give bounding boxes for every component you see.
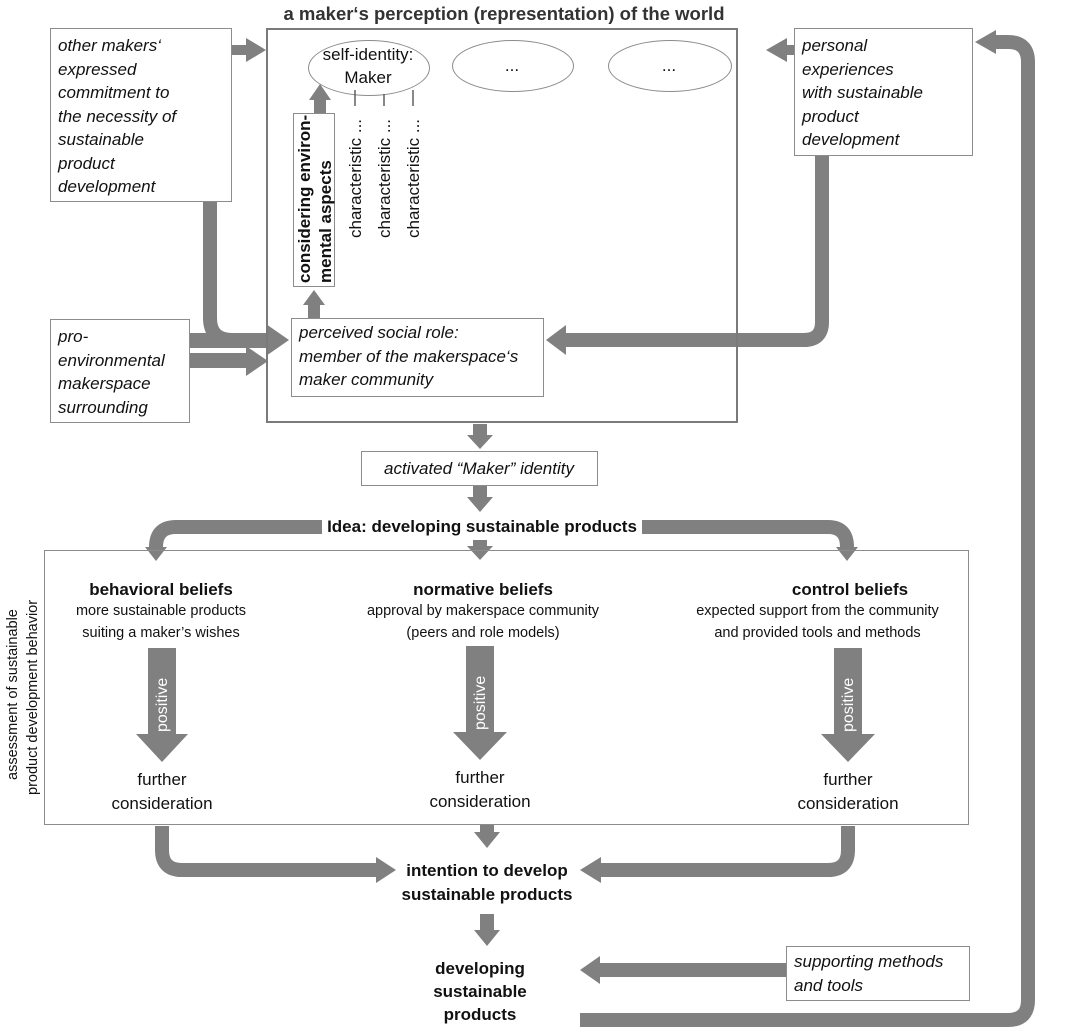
other-makers-line-6: product bbox=[58, 153, 115, 173]
behavioral-beliefs-title: behavioral beliefs bbox=[89, 580, 233, 599]
activated-identity-box: activated “Maker” identity bbox=[361, 451, 598, 486]
arrow-activated-to-idea bbox=[467, 485, 493, 512]
supporting-methods-box: supporting methods and tools bbox=[786, 946, 970, 1001]
arrow-behavioral-to-intention-head bbox=[376, 857, 396, 883]
normative-result-line1: further bbox=[455, 768, 505, 787]
feedback-loop bbox=[580, 35, 1035, 1027]
self-identity-line2: Maker bbox=[344, 68, 392, 87]
positive-arrow-behavioral bbox=[136, 648, 188, 762]
arrow-experiences-to-social-role-head bbox=[546, 325, 566, 355]
personal-experiences-line-3: with sustainable bbox=[802, 83, 923, 102]
personal-experiences-line-5: development bbox=[802, 130, 900, 149]
characteristic-env-line2: mental aspects bbox=[316, 160, 335, 283]
social-role-line-3: maker community bbox=[299, 370, 434, 389]
characteristic-env-box bbox=[293, 113, 335, 287]
feedback-arrow-head bbox=[975, 30, 996, 54]
arrow-intention-to-developing bbox=[474, 914, 500, 946]
arrow-other-makers-down bbox=[203, 202, 270, 347]
pro-environmental-line-4: surrounding bbox=[58, 397, 148, 417]
control-beliefs-title: control beliefs bbox=[791, 580, 909, 599]
normative-beliefs-desc2: (peers and role models) bbox=[406, 625, 560, 641]
arrow-experiences-down bbox=[566, 156, 829, 347]
arrow-idea-branch-left bbox=[149, 520, 322, 548]
ellipsis-text-2: ... bbox=[661, 56, 677, 75]
arrow-perception-to-activated bbox=[467, 424, 493, 449]
intention-line1: intention to develop bbox=[406, 861, 568, 880]
social-role-box: perceived social role: member of the mak… bbox=[291, 318, 544, 397]
arrow-behavioral-down bbox=[155, 826, 378, 877]
arrow-surrounding-to-social-role-2 bbox=[190, 346, 268, 376]
behavioral-result-line1: further bbox=[137, 770, 187, 789]
assessment-label-line1: assessment of sustainable bbox=[5, 609, 21, 780]
personal-experiences-line-1: personal bbox=[802, 36, 868, 55]
arrow-normative-to-intention bbox=[474, 824, 500, 848]
positive-arrow-control bbox=[821, 648, 875, 762]
personal-experiences-box: personal experiences with sustainable pr… bbox=[794, 28, 973, 156]
other-makers-line-4: the necessity of bbox=[58, 106, 177, 126]
characteristic-label-1: characteristic ... bbox=[346, 118, 365, 238]
arrow-other-makers-to-perception bbox=[232, 38, 266, 62]
social-role-line-2: member of the makerspace‘s bbox=[299, 346, 519, 366]
assessment-box bbox=[44, 550, 969, 825]
normative-beliefs-title: normative beliefs bbox=[413, 580, 553, 599]
other-makers-line-3: commitment to bbox=[58, 83, 170, 102]
arrow-control-to-intention-head bbox=[580, 857, 601, 883]
arrow-supporting-to-developing bbox=[580, 956, 786, 984]
characteristic-label-2: characteristic ... bbox=[375, 118, 394, 238]
intention-line2: sustainable products bbox=[401, 885, 573, 904]
other-makers-line-1: other makers‘ bbox=[58, 36, 161, 55]
self-identity-ellipse: self-identity: Maker bbox=[308, 40, 430, 96]
ellipsis-ellipse-2: ... bbox=[608, 40, 732, 92]
arrow-experiences-to-perception bbox=[766, 38, 798, 62]
pro-environmental-line-1: pro- bbox=[58, 327, 89, 346]
idea-label: Idea: developing sustainable products bbox=[327, 517, 637, 536]
arrow-social-role-to-characteristic bbox=[303, 290, 325, 319]
control-result-line1: further bbox=[823, 770, 873, 789]
other-makers-line-2: expressed bbox=[58, 59, 137, 79]
pro-environmental-line-3: makerspace bbox=[58, 374, 151, 393]
characteristic-env-line1: considering environ- bbox=[295, 114, 314, 283]
supporting-line2: and tools bbox=[794, 975, 863, 995]
perception-box bbox=[266, 28, 738, 423]
developing-line3: products bbox=[443, 1005, 517, 1024]
other-makers-box: other makers‘ expressed commitment to th… bbox=[50, 28, 232, 202]
positive-label-behavioral: positive bbox=[154, 677, 171, 732]
personal-experiences-line-2: experiences bbox=[802, 59, 894, 79]
characteristic-label-3: characteristic ... bbox=[404, 118, 423, 238]
arrow-characteristic-to-self-identity bbox=[309, 84, 331, 113]
supporting-line1: supporting methods bbox=[794, 952, 944, 971]
other-makers-line-7: development bbox=[58, 177, 156, 196]
control-result-line2: consideration bbox=[797, 794, 899, 813]
behavioral-beliefs-desc2: suiting a maker’s wishes bbox=[82, 625, 240, 641]
behavioral-beliefs-desc1: more sustainable products bbox=[75, 603, 247, 619]
other-makers-line-5: sustainable bbox=[58, 130, 145, 149]
developing-line1: developing bbox=[435, 959, 525, 978]
control-beliefs-desc2: and provided tools and methods bbox=[714, 625, 921, 641]
positive-arrow-normative bbox=[453, 646, 507, 760]
pro-environmental-box: pro- environmental makerspace surroundin… bbox=[50, 319, 190, 423]
activated-identity-text: activated “Maker” identity bbox=[384, 459, 574, 478]
arrow-idea-branch-right bbox=[642, 520, 854, 548]
pro-environmental-line-2: environmental bbox=[58, 350, 165, 370]
self-identity-line1: self-identity: bbox=[322, 45, 414, 64]
control-beliefs-desc1: expected support from the community bbox=[696, 603, 939, 619]
social-role-line-1: perceived social role: bbox=[299, 323, 459, 342]
normative-beliefs-desc1: approval by makerspace community bbox=[366, 603, 600, 619]
positive-label-normative: positive bbox=[472, 675, 489, 730]
arrow-control-down bbox=[600, 826, 855, 877]
ellipsis-text-1: ... bbox=[504, 56, 520, 75]
behavioral-result-line2: consideration bbox=[111, 794, 213, 813]
personal-experiences-line-4: product bbox=[802, 106, 859, 126]
developing-line2: sustainable bbox=[433, 982, 527, 1001]
perception-title: a maker‘s perception (representation) of… bbox=[283, 3, 725, 24]
ellipsis-ellipse-1: ... bbox=[452, 40, 574, 92]
positive-label-control: positive bbox=[840, 677, 857, 732]
normative-result-line2: consideration bbox=[429, 792, 531, 811]
arrow-idea-to-normative bbox=[467, 540, 493, 560]
